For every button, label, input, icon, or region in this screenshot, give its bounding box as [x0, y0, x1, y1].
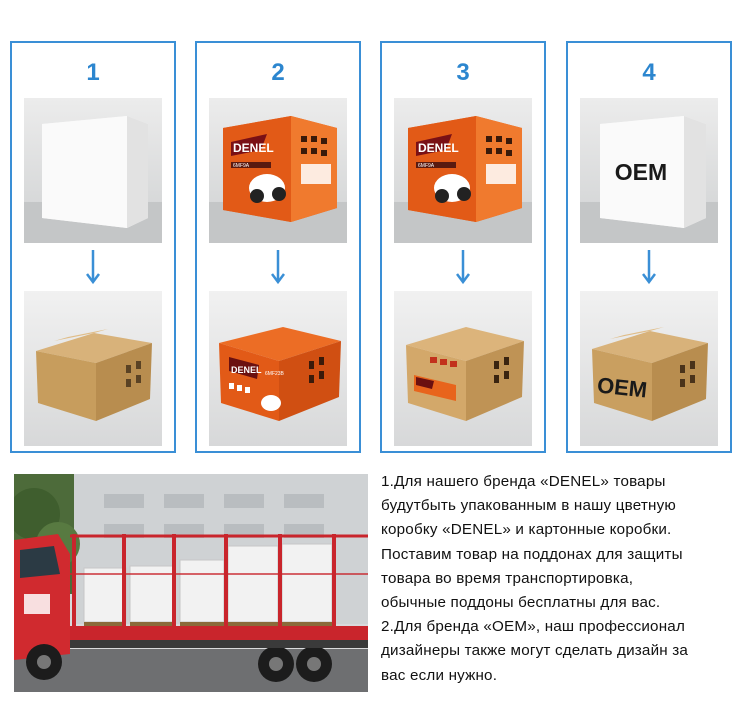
- arrow-down-icon: [456, 250, 470, 285]
- arrow-down-icon: [271, 250, 285, 285]
- brand-logo-text: DENEL: [233, 141, 274, 155]
- oem-carton-label: OEM: [596, 372, 648, 402]
- description-line: обычные поддоны бесплатны для вас.: [381, 594, 661, 612]
- description-line: товара во время транспортировка,: [381, 569, 634, 587]
- oem-white-box-image: OEM: [580, 98, 718, 243]
- arrow-down-icon: [642, 250, 656, 285]
- description-line: коробку «DENEL» и картонные коробки.: [381, 521, 672, 539]
- oem-carton-image: OEM: [580, 291, 718, 446]
- step-number: 3: [456, 59, 470, 86]
- denel-color-box-image: DENEL 6MF9A: [394, 98, 532, 243]
- step-number: 2: [271, 59, 285, 86]
- step-card-4: 4 OEM: [566, 41, 732, 453]
- description-line: дизайнеры также могут сделать дизайн за: [381, 642, 689, 660]
- model-text: 6MF9A: [418, 163, 435, 169]
- plain-carton-box-image: [24, 291, 162, 446]
- truck-loading-photo: [14, 474, 368, 692]
- description-line: 1.Для нашего бренда «DENEL» товары: [381, 473, 666, 490]
- description-line: 2.Для бренда «OEM», наш профессионал: [381, 618, 686, 636]
- denel-printed-carton-image: DENEL 6MF23B: [209, 291, 347, 446]
- description-line: будутбыть упакованным в нашу цветную: [381, 497, 676, 515]
- carton-model-text: 6MF23B: [265, 371, 285, 377]
- step-number: 1: [86, 59, 100, 86]
- denel-color-box-image: DENEL 6MF9A: [209, 98, 347, 243]
- arrow-down-icon: [86, 250, 100, 285]
- description-line: Поставим товар на поддонах для защиты: [381, 545, 683, 563]
- description-line: вас если нужно.: [381, 666, 498, 684]
- step-card-1: 1: [10, 41, 176, 453]
- brown-carton-with-label-image: [394, 291, 532, 446]
- packaging-description: 1.Для нашего бренда «DENEL» товары будут…: [381, 470, 750, 688]
- step-card-2: 2 DENEL 6MF9A: [195, 41, 361, 453]
- brand-logo-text: DENEL: [418, 141, 459, 155]
- oem-box-label: OEM: [615, 159, 667, 185]
- model-text: 6MF9A: [233, 163, 250, 169]
- plain-white-box-image: [24, 98, 162, 243]
- carton-brand-text: DENEL: [231, 365, 262, 375]
- step-card-3: 3 DENEL 6MF9A: [380, 41, 546, 453]
- step-number: 4: [642, 59, 656, 86]
